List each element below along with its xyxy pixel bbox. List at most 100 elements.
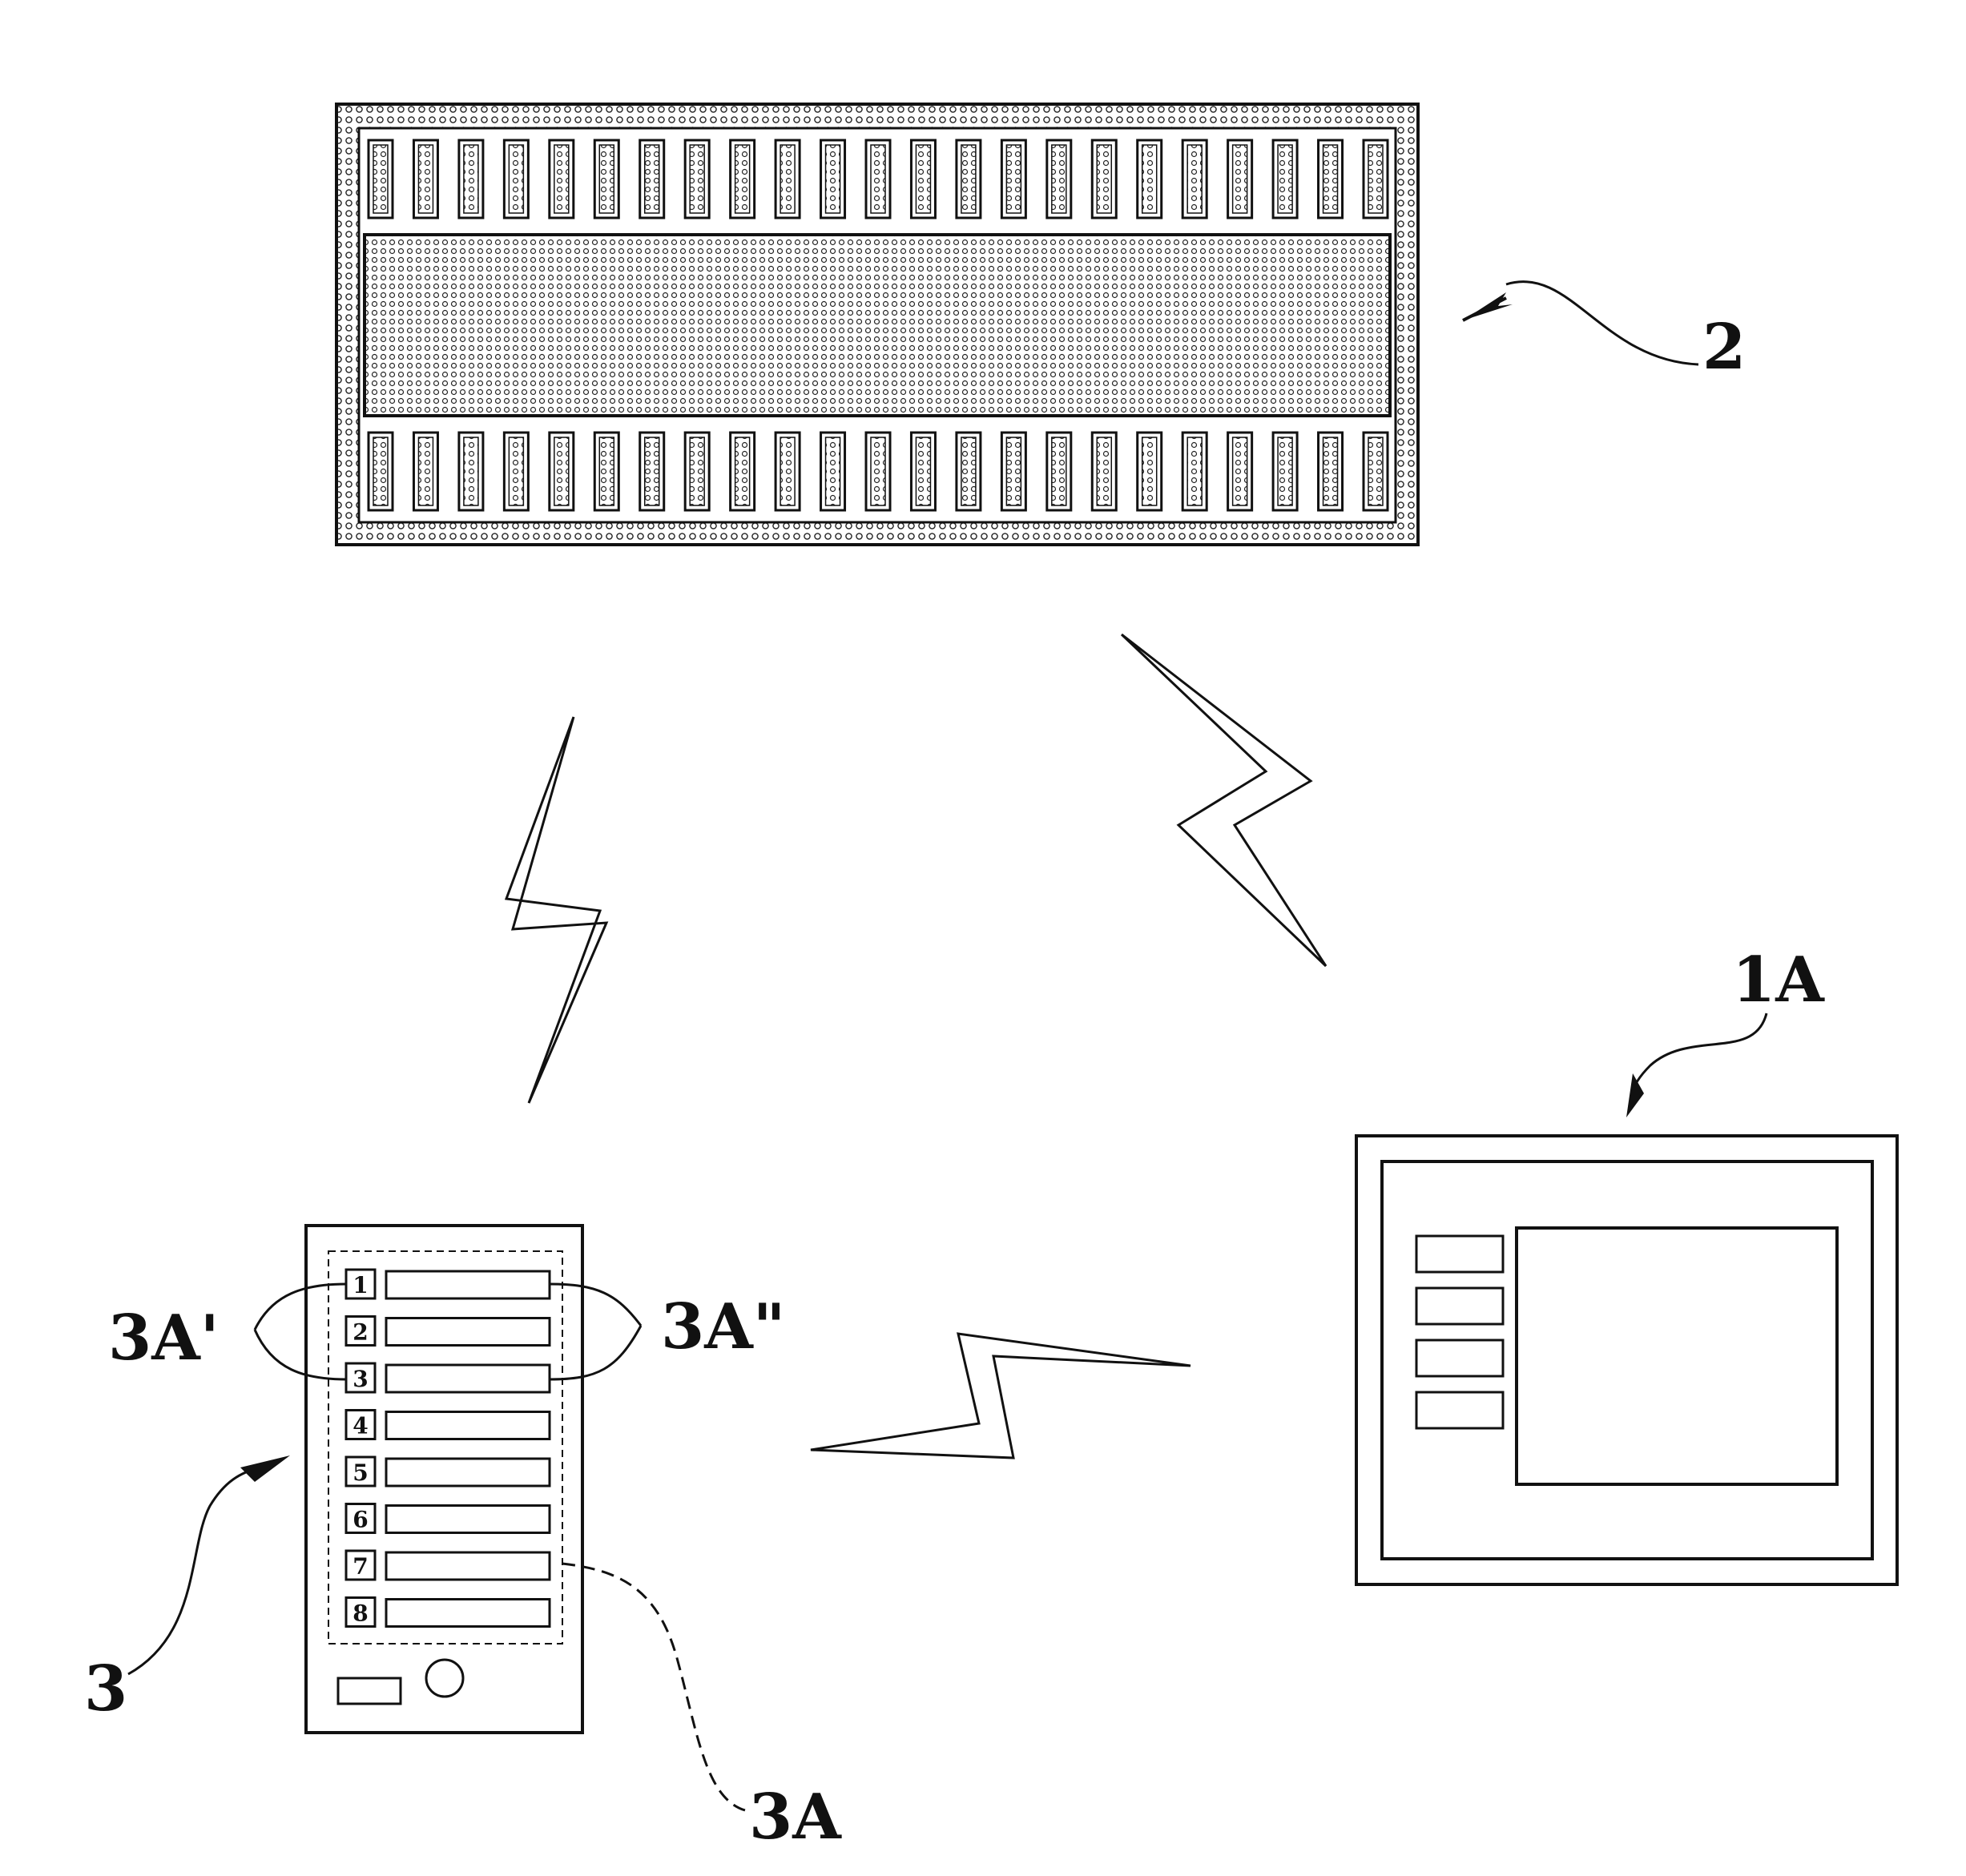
slot-numbers-label: 3A' [108,1302,220,1375]
top-connector [1362,139,1389,219]
bottom-connector [593,431,620,512]
bottom-connector [367,431,394,512]
slot-bar [385,1270,551,1300]
top-connector [955,139,982,219]
slot-number: 2 [353,1319,368,1346]
top-connector-row [367,139,1389,219]
slot-bar [385,1317,551,1347]
top-connector [683,139,711,219]
cabinet-display [336,1677,402,1705]
bottom-connector [1000,431,1027,512]
slot-bar [385,1457,551,1488]
tablet-leader [1626,1012,1768,1117]
slot-list: 1 2 3 4 5 6 7 8 [344,1268,551,1628]
slot-number: 5 [353,1459,368,1486]
bottom-connector-row [367,431,1389,512]
top-connector [1090,139,1118,219]
slot-numbers-brace [253,1282,347,1381]
top-connector [864,139,892,219]
tablet-side-button [1415,1391,1505,1430]
slot-bar [385,1411,551,1440]
top-connector [367,139,394,219]
tablet-screen [1515,1226,1839,1486]
top-connector [1317,139,1344,219]
slot-number-box [344,1596,377,1628]
cabinet-label: 3 [84,1653,127,1725]
bottom-connector [1317,431,1344,512]
wireless-link-cabinet-tablet [810,1332,1191,1459]
top-connector [1271,139,1299,219]
slot-bars-brace [549,1282,643,1381]
bottom-connector [457,431,485,512]
slot-bar [385,1551,551,1581]
cabinet-slot: 7 [344,1549,551,1581]
slot-number-box [344,1409,377,1440]
top-connector [729,139,756,219]
tablet-side-buttons [1415,1234,1505,1430]
bottom-connector [1227,431,1254,512]
bottom-connector [1045,431,1073,512]
cabinet-slot: 8 [344,1596,551,1628]
slot-bar [385,1363,551,1394]
top-connector [502,139,530,219]
tablet-side-button [1415,1234,1505,1274]
cabinet-leader [127,1455,290,1676]
cabinet-slot: 6 [344,1503,551,1534]
slot-number-box [344,1455,377,1488]
top-connector [820,139,847,219]
tablet-side-button [1415,1286,1505,1326]
slot-number-box [344,1503,377,1534]
slot-number-box [344,1549,377,1581]
cabinet-slot: 3 [344,1362,551,1394]
bottom-connector [639,431,666,512]
cabinet-slot: 4 [344,1409,551,1440]
top-connector [639,139,666,219]
slot-number: 6 [353,1507,368,1533]
slot-number: 7 [353,1553,368,1580]
slot-number-box [344,1362,377,1394]
bottom-connector [1090,431,1118,512]
bottom-connector [1136,431,1163,512]
central-grid [363,233,1392,417]
top-connector [548,139,575,219]
slot-bars-label: 3A" [661,1290,785,1363]
slot-group-leader [562,1562,746,1812]
top-connector [1181,139,1208,219]
bottom-connector [683,431,711,512]
slot-number: 1 [353,1272,368,1298]
slot-bar [385,1504,551,1534]
wireless-link-board-tablet [1120,633,1327,968]
cabinet-slot: 1 [344,1268,551,1300]
bottom-connector [820,431,847,512]
top-connector [1227,139,1254,219]
bottom-connector [864,431,892,512]
control-cabinet: 1 2 3 4 5 6 7 8 [304,1224,584,1734]
slot-bar [385,1598,551,1628]
board-label: 2 [1702,311,1746,384]
bottom-connector [548,431,575,512]
breadboard [335,103,1420,546]
tablet-side-button [1415,1339,1505,1378]
cabinet-slot: 5 [344,1455,551,1488]
tablet-device [1355,1134,1899,1586]
slot-group-label: 3A [749,1781,842,1854]
bottom-connector [1181,431,1208,512]
tablet-label: 1A [1732,944,1825,1017]
slot-number-box [344,1315,377,1347]
slot-number: 4 [353,1413,368,1439]
top-connector [774,139,801,219]
top-connector [909,139,937,219]
bottom-connector [909,431,937,512]
cabinet-knob-icon [425,1658,465,1698]
wireless-link-board-cabinet [504,716,609,1104]
top-connector [1136,139,1163,219]
bottom-connector [1362,431,1389,512]
bottom-connector [955,431,982,512]
bottom-connector [774,431,801,512]
cabinet-slot: 2 [344,1315,551,1347]
bottom-connector [729,431,756,512]
board-leader [1462,280,1699,366]
top-connector [457,139,485,219]
top-connector [593,139,620,219]
